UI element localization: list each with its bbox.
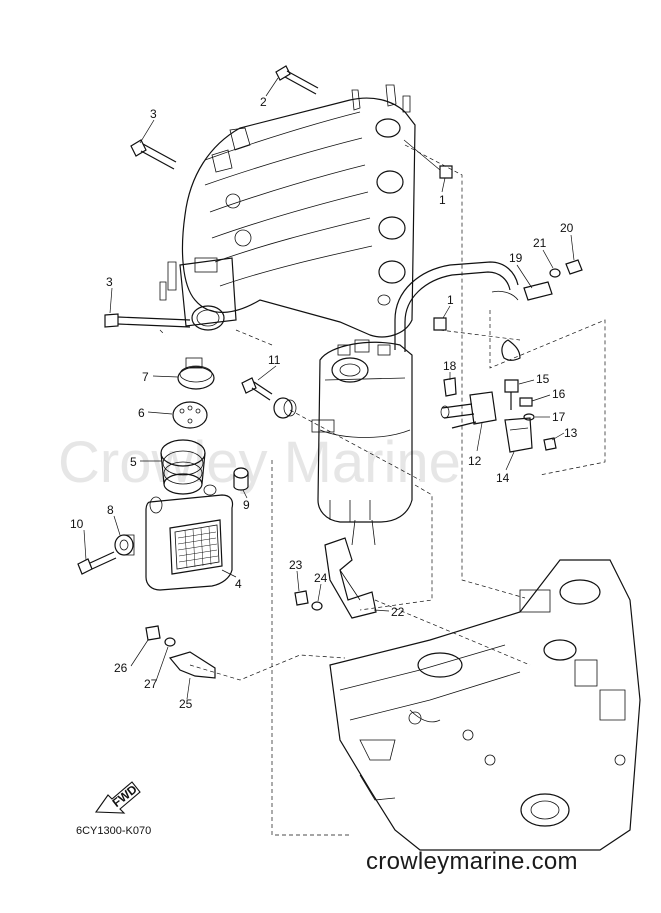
hose-clamp [177, 357, 215, 390]
bolt-26 [145, 625, 161, 641]
bolt-2 [275, 65, 319, 95]
site-url[interactable]: crowleymarine.com [366, 848, 578, 875]
bracket-25 [168, 651, 216, 679]
callout-18: 18 [443, 359, 457, 373]
callout-8: 8 [107, 503, 114, 517]
assembly-lines [159, 144, 606, 836]
callout-7: 7 [142, 370, 149, 384]
callout-20: 20 [560, 221, 574, 235]
grommet-11 [273, 397, 297, 419]
bolt-23 [294, 590, 309, 606]
bolt-11 [241, 377, 273, 401]
callout-13: 13 [564, 426, 578, 440]
bolt-16 [519, 397, 533, 407]
intake-silencer [145, 484, 234, 591]
callout-numbers: 2 3 1 20 21 19 3 1 11 7 18 15 16 6 17 13… [70, 95, 578, 711]
callout-1-lower: 1 [447, 293, 454, 307]
watermark-text: Crowley Marine [58, 430, 461, 495]
callout-3-upper: 3 [150, 107, 157, 121]
washer-21 [549, 268, 561, 278]
rubber-joint [160, 439, 206, 495]
callout-21: 21 [533, 236, 547, 250]
callout-17: 17 [552, 410, 566, 424]
bracket-14 [504, 417, 533, 453]
washer-27 [164, 637, 176, 647]
vapor-separator [311, 339, 413, 546]
bolt-3-upper [130, 139, 177, 170]
clip-18 [443, 377, 457, 397]
dowel-pin-1-lower [433, 317, 447, 331]
callout-14: 14 [496, 471, 510, 485]
leader-lines [83, 77, 575, 700]
callout-19: 19 [509, 251, 523, 265]
callout-15: 15 [536, 372, 550, 386]
callout-1-upper: 1 [439, 193, 446, 207]
bolt-15 [504, 379, 519, 410]
fwd-arrow-icon: FWD [94, 781, 141, 814]
collar [233, 467, 249, 491]
callout-11: 11 [268, 353, 281, 367]
gasket [172, 401, 208, 429]
throttle-body [159, 257, 237, 331]
cylinder-block [329, 559, 641, 851]
callout-4: 4 [235, 577, 242, 591]
grommet [114, 534, 135, 556]
callout-27: 27 [144, 677, 158, 691]
callout-16: 16 [552, 387, 566, 401]
callout-10: 10 [70, 517, 84, 531]
solenoid-valve [440, 391, 497, 429]
callout-25: 25 [179, 697, 193, 711]
bolt-3-lower [104, 313, 191, 328]
callout-2: 2 [260, 95, 267, 109]
callout-12: 12 [468, 454, 482, 468]
callout-3-lower: 3 [106, 275, 113, 289]
bracket-22 [324, 537, 377, 619]
washer-17 [523, 413, 535, 421]
callout-22: 22 [391, 605, 405, 619]
callout-23: 23 [289, 558, 303, 572]
screw-20 [565, 259, 583, 275]
callout-5: 5 [130, 455, 137, 469]
diagram-code: 6CY1300-K070 [76, 825, 151, 837]
callout-24: 24 [314, 571, 328, 585]
callout-6: 6 [138, 406, 145, 420]
callout-26: 26 [114, 661, 128, 675]
dowel-pin-1-upper [403, 139, 453, 179]
intake-manifold [181, 84, 416, 338]
nut-13 [543, 437, 557, 451]
callout-9: 9 [243, 498, 250, 512]
washer-24 [311, 601, 323, 611]
bolt-10 [77, 551, 117, 575]
fuel-hose [394, 261, 521, 361]
hose-clip [523, 281, 553, 301]
